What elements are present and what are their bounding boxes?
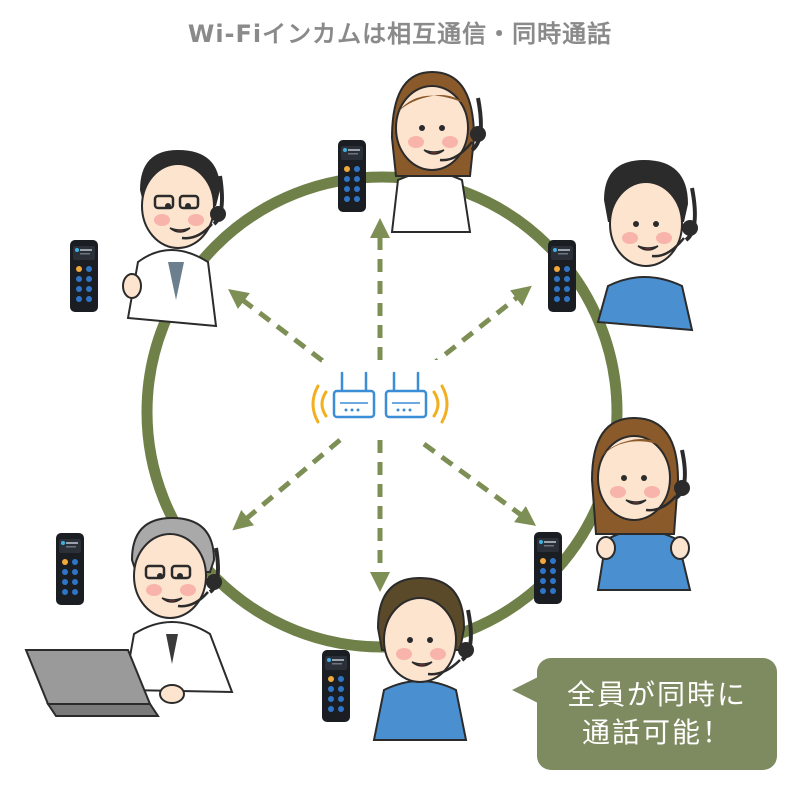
person-nurse-right (590, 416, 692, 591)
speech-bubble: 全員が同時に 通話可能！ (537, 658, 777, 770)
intercom-device-icon (548, 240, 576, 312)
person-staff-bottom (372, 576, 474, 741)
wifi-router-icon (311, 360, 449, 432)
intercom-device-icon (338, 140, 366, 212)
speech-bubble-tail (512, 676, 540, 704)
laptop-icon (24, 649, 160, 717)
bubble-line-1: 全員が同時に (566, 678, 747, 711)
person-nurse-top (390, 70, 486, 233)
person-senior-doctor (24, 516, 234, 717)
intercom-device-icon (534, 532, 562, 604)
bubble-line-2: 通話可能！ (581, 716, 732, 749)
intercom-device-icon (322, 650, 350, 722)
person-doctor-glasses (122, 150, 226, 328)
person-staff-right-top (596, 160, 698, 332)
intercom-device-icon (56, 533, 84, 605)
intercom-device-icon (70, 240, 98, 312)
signal-arrows (228, 218, 537, 592)
page-title: Wi-Fiインカムは相互通信・同時通話 (187, 20, 613, 48)
